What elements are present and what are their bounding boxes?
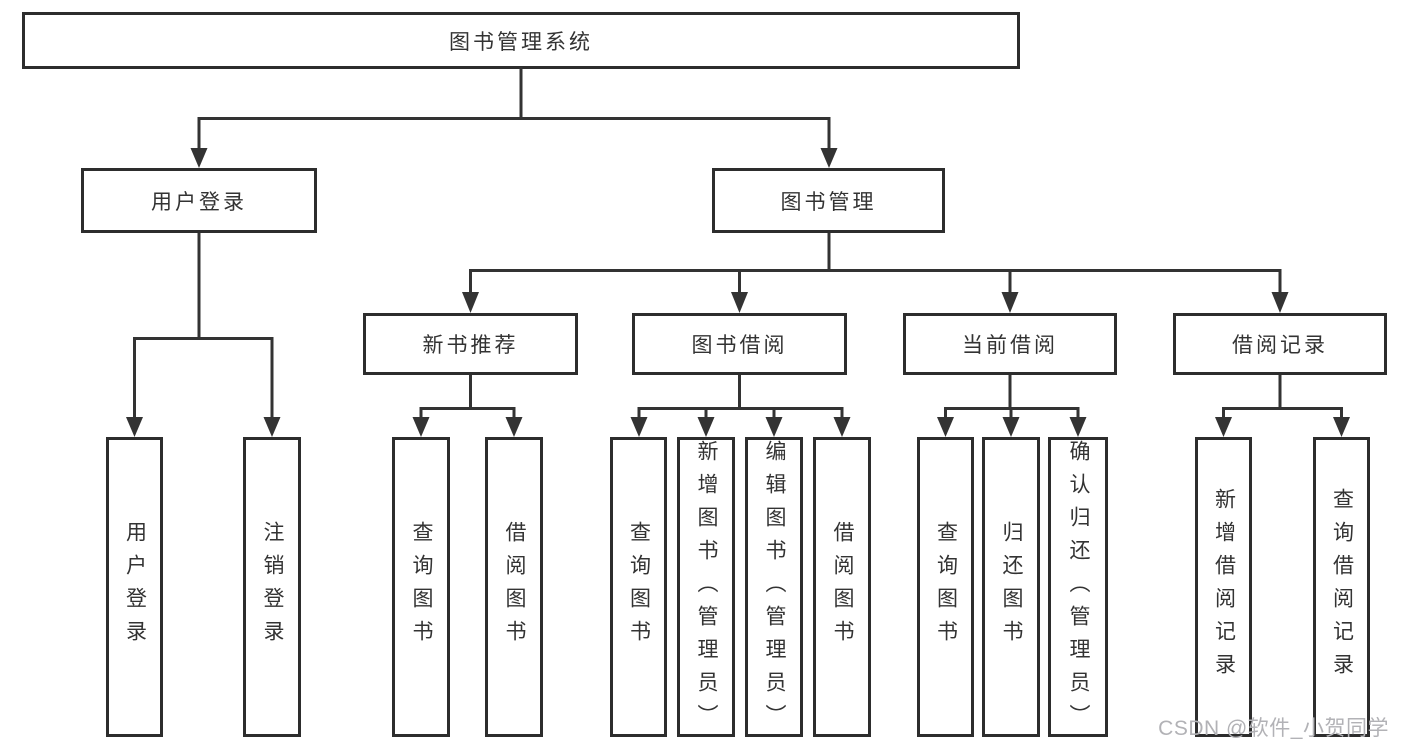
leaf-borrow-books-recommend: 借阅图书 <box>485 437 543 737</box>
node-current-borrowing: 当前借阅 <box>903 313 1117 375</box>
node-label: 当前借阅 <box>962 334 1058 357</box>
leaf-query-books-recommend: 查询图书 <box>392 437 450 737</box>
leaf-query-books-current: 查询图书 <box>917 437 974 737</box>
leaf-query-borrowing-record: 查询借阅记录 <box>1313 437 1370 737</box>
leaf-user-login: 用户登录 <box>106 437 163 737</box>
node-label: 归还图书 <box>1000 521 1023 653</box>
node-label: 借阅图书 <box>503 521 526 653</box>
leaf-add-borrowing-record: 新增借阅记录 <box>1195 437 1252 737</box>
node-label: 图书管理系统 <box>449 30 593 54</box>
node-new-book-recommendation: 新书推荐 <box>363 313 578 375</box>
node-label: 查询图书 <box>410 521 433 653</box>
node-label: 用户登录 <box>151 190 247 214</box>
node-label: 查询图书 <box>627 521 651 653</box>
node-label: 借阅记录 <box>1232 334 1328 357</box>
node-label: 确认归还（管理员） <box>1067 440 1090 737</box>
leaf-logout: 注销登录 <box>243 437 301 737</box>
leaf-edit-books-admin: 编辑图书（管理员） <box>745 437 803 737</box>
node-user-login: 用户登录 <box>81 168 317 233</box>
node-label: 图书管理 <box>780 190 877 214</box>
node-label: 新书推荐 <box>422 334 519 357</box>
leaf-confirm-return-admin: 确认归还（管理员） <box>1048 437 1108 737</box>
leaf-return-books: 归还图书 <box>982 437 1040 737</box>
watermark: CSDN @软件_小贺同学 <box>1158 717 1389 740</box>
node-borrowing-records: 借阅记录 <box>1173 313 1387 375</box>
leaf-query-books-borrowing: 查询图书 <box>610 437 667 737</box>
node-label: 借阅图书 <box>831 521 854 653</box>
node-label: 新增图书（管理员） <box>695 440 718 737</box>
node-library-management-system: 图书管理系统 <box>22 12 1020 69</box>
node-label: 注销登录 <box>261 521 284 653</box>
node-label: 查询图书 <box>934 521 958 653</box>
node-label: 图书借阅 <box>691 334 788 357</box>
leaf-add-books-admin: 新增图书（管理员） <box>677 437 735 737</box>
node-book-borrowing: 图书借阅 <box>632 313 847 375</box>
node-label: 查询借阅记录 <box>1330 488 1354 686</box>
node-label: 新增借阅记录 <box>1212 488 1236 686</box>
node-book-management: 图书管理 <box>712 168 945 233</box>
node-label: 用户登录 <box>123 521 147 653</box>
node-label: 编辑图书（管理员） <box>763 440 786 737</box>
leaf-borrow-books: 借阅图书 <box>813 437 871 737</box>
